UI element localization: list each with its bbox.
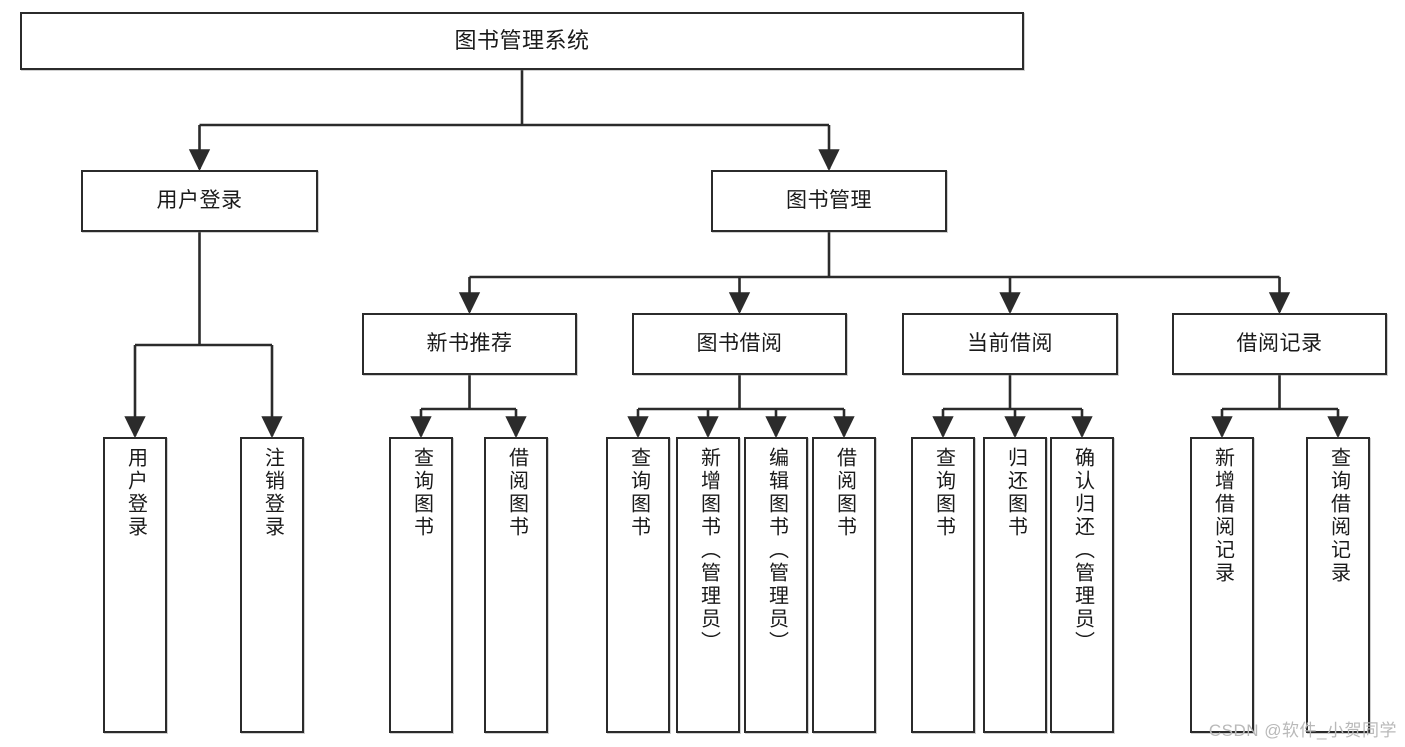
node-leaf-2[interactable]: 注销登录 [240, 437, 304, 733]
node-l1-bookmgr[interactable]: 图书管理 [711, 170, 947, 232]
node-label: 新增图书（管理员） [697, 447, 720, 654]
node-label: 借阅记录 [1236, 331, 1323, 355]
node-l2-current[interactable]: 当前借阅 [902, 313, 1118, 375]
node-leaf-8[interactable]: 借阅图书 [812, 437, 876, 733]
node-label: 注销登录 [261, 447, 284, 539]
node-leaf-10[interactable]: 归还图书 [983, 437, 1047, 733]
node-l2-record[interactable]: 借阅记录 [1172, 313, 1387, 375]
node-label: 新书推荐 [426, 331, 513, 355]
node-label: 编辑图书（管理员） [765, 447, 788, 654]
node-leaf-5[interactable]: 查询图书 [606, 437, 670, 733]
node-l2-newbook[interactable]: 新书推荐 [362, 313, 577, 375]
node-label: 确认归还（管理员） [1071, 447, 1094, 654]
node-leaf-1[interactable]: 用户登录 [103, 437, 167, 733]
node-leaf-13[interactable]: 查询借阅记录 [1306, 437, 1370, 733]
node-label: 新增借阅记录 [1211, 447, 1234, 585]
node-label: 查询图书 [410, 447, 433, 539]
node-label: 借阅图书 [833, 447, 856, 539]
node-label: 查询图书 [932, 447, 955, 539]
node-leaf-11[interactable]: 确认归还（管理员） [1050, 437, 1114, 733]
node-leaf-6[interactable]: 新增图书（管理员） [676, 437, 740, 733]
node-leaf-12[interactable]: 新增借阅记录 [1190, 437, 1254, 733]
node-label: 用户登录 [124, 447, 147, 539]
node-label: 归还图书 [1004, 447, 1027, 539]
watermark: CSDN @软件_小贺同学 [1208, 721, 1397, 740]
node-label: 当前借阅 [967, 331, 1053, 355]
node-root[interactable]: 图书管理系统 [20, 12, 1024, 70]
node-label: 用户登录 [156, 188, 243, 212]
node-l2-borrow[interactable]: 图书借阅 [632, 313, 847, 375]
node-label: 图书管理系统 [454, 28, 590, 54]
node-l1-login[interactable]: 用户登录 [81, 170, 318, 232]
node-leaf-3[interactable]: 查询图书 [389, 437, 453, 733]
node-label: 图书借阅 [696, 331, 783, 355]
node-leaf-9[interactable]: 查询图书 [911, 437, 975, 733]
node-label: 查询借阅记录 [1327, 447, 1350, 585]
node-leaf-7[interactable]: 编辑图书（管理员） [744, 437, 808, 733]
node-leaf-4[interactable]: 借阅图书 [484, 437, 548, 733]
node-label: 查询图书 [627, 447, 650, 539]
node-label: 图书管理 [786, 188, 872, 212]
node-label: 借阅图书 [505, 447, 528, 539]
